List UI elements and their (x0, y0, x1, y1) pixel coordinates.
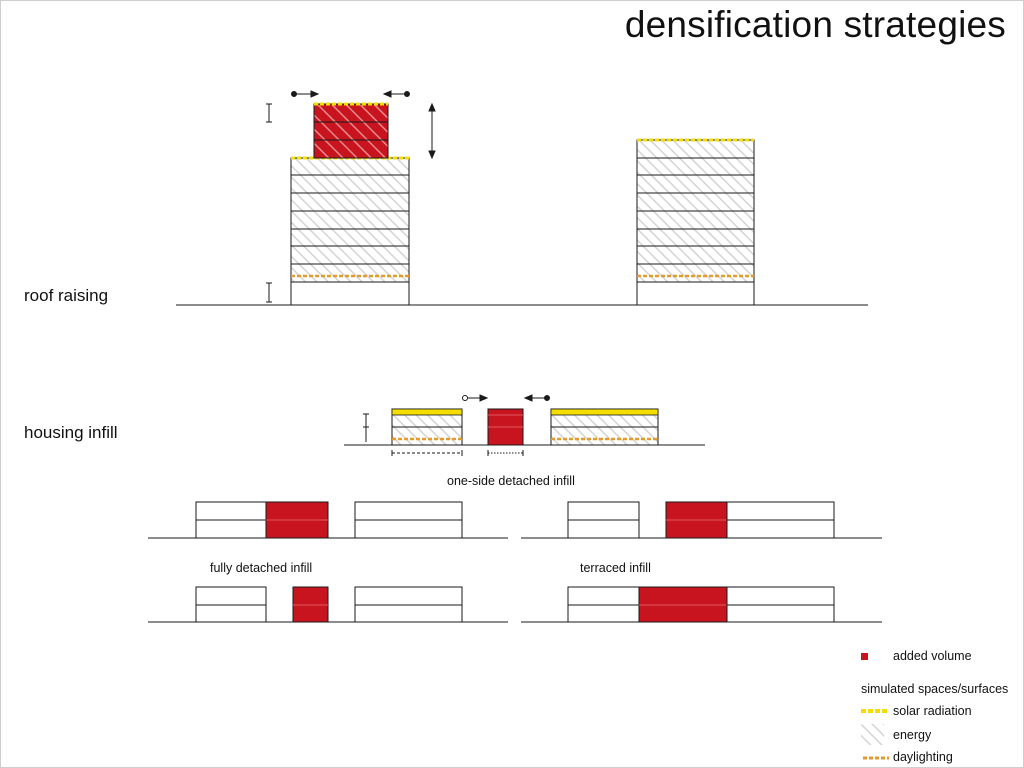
housing-infill-diagram (344, 394, 705, 456)
legend-daylighting: daylighting (893, 750, 953, 764)
page-title: densification strategies (624, 4, 1006, 45)
legend-added-volume: added volume (893, 649, 972, 663)
energy-swatch (861, 724, 884, 745)
building-after (636, 138, 755, 306)
added-volume-swatch (861, 653, 868, 660)
caption-one-side-detached: one-side detached infill (447, 474, 575, 488)
caption-fully-detached: fully detached infill (210, 561, 313, 575)
setback-arrows (291, 90, 410, 98)
variant-top-left (148, 501, 508, 539)
building-before (266, 90, 436, 306)
caption-terraced: terraced infill (580, 561, 651, 575)
storey-marker (266, 103, 272, 303)
roof-addition (313, 103, 389, 159)
roof-raising-diagram (176, 90, 868, 306)
legend-simulated-heading: simulated spaces/surfaces (861, 682, 1009, 696)
legend-energy: energy (893, 728, 932, 742)
legend (861, 653, 889, 760)
variant-terraced (521, 586, 882, 623)
variant-one-side-detached (521, 501, 882, 539)
legend-solar-radiation: solar radiation (893, 704, 972, 718)
label-housing-infill: housing infill (24, 423, 118, 442)
variant-fully-detached (148, 586, 508, 623)
label-roof-raising: roof raising (24, 286, 109, 305)
height-arrow (428, 102, 436, 160)
